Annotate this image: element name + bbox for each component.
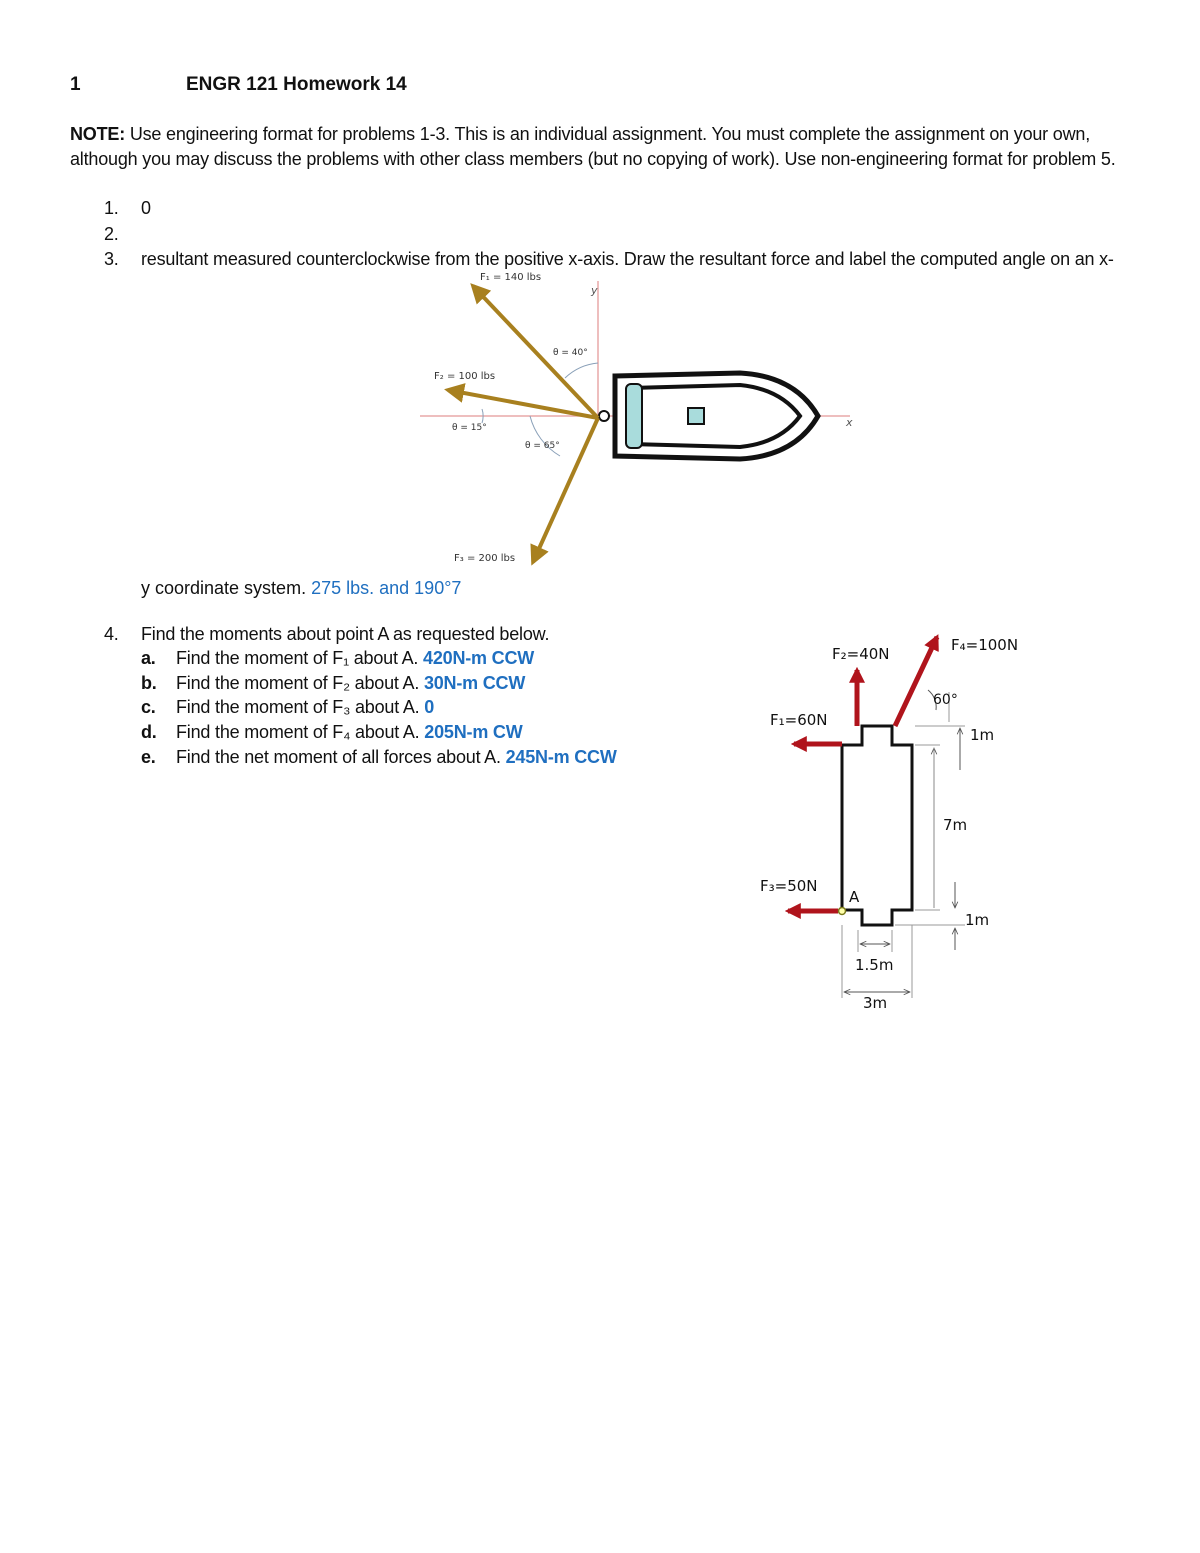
- problem-4d: d. Find the moment of F₄ about A. 205N-m …: [141, 722, 523, 743]
- tow-ring: [598, 410, 610, 422]
- x-axis-label: x: [845, 416, 853, 429]
- problem-1-number: 1.: [104, 198, 119, 218]
- note-label: NOTE:: [70, 124, 125, 144]
- part-answer: 245N-m CCW: [505, 747, 617, 767]
- boat-force-diagram: x y F₁ = 140 lbs F₂ = 100 lbs F₃ = 200 l…: [420, 272, 853, 566]
- y-axis-label: y: [590, 284, 598, 297]
- problem-3-tail: y coordinate system. 275 lbs. and 190°7: [141, 578, 461, 599]
- problem-1-text: 0: [141, 198, 151, 218]
- part-answer: 30N-m CCW: [423, 673, 526, 693]
- f2-label: F₂=40N: [832, 645, 890, 663]
- note-line-1: NOTE: Use engineering format for problem…: [70, 124, 1090, 145]
- note-line-2: although you may discuss the problems wi…: [70, 149, 1116, 169]
- part-text: Find the net moment of all forces about …: [176, 747, 501, 767]
- part-text: Find the moment of F₄ about A.: [176, 722, 420, 742]
- f2-label: F₂ = 100 lbs: [434, 371, 495, 382]
- dim-bottom-label: 1m: [965, 911, 989, 929]
- f1-label: F₁=60N: [770, 711, 828, 729]
- theta-65-arc: [529, 415, 561, 457]
- part-text: Find the moment of F₁ about A.: [176, 648, 419, 668]
- f3-label: F₃ = 200 lbs: [454, 553, 515, 564]
- part-label: b.: [141, 673, 157, 693]
- angle-60-label: 60°: [933, 692, 958, 708]
- force-f2-arrow: [444, 383, 599, 420]
- problem-3-text: resultant measured counterclockwise from…: [141, 249, 1114, 269]
- boat-hull: [598, 370, 821, 462]
- moment-diagram: A F₁=60N F₂=40N F₃=50N F₄=100N 60° 1m 7m…: [760, 634, 1018, 1012]
- force-f4-arrow: [892, 634, 940, 728]
- theta-15-label: θ = 15°: [452, 423, 487, 433]
- force-f3-arrow: [530, 417, 600, 566]
- part-answer: 420N-m CCW: [423, 648, 535, 668]
- problem-3-number: 3.: [104, 249, 119, 269]
- part-text: Find the moment of F₃ about A.: [176, 697, 420, 717]
- page-number: 1: [70, 74, 81, 95]
- page-title: ENGR 121 Homework 14: [186, 74, 407, 95]
- f4-label: F₄=100N: [951, 636, 1018, 654]
- problem-4-intro: Find the moments about point A as reques…: [141, 624, 550, 644]
- theta-65-label: θ = 65°: [525, 441, 560, 451]
- problem-4c: c. Find the moment of F₃ about A. 0: [141, 697, 434, 718]
- part-label: a.: [141, 648, 156, 668]
- problem-4a: a. Find the moment of F₁ about A. 420N-m …: [141, 648, 534, 669]
- part-label: e.: [141, 747, 156, 767]
- dim-width-label: 3m: [863, 994, 887, 1012]
- theta-40-label: θ = 40°: [553, 348, 588, 358]
- problem-4-number: 4.: [104, 624, 119, 644]
- point-a-label: A: [849, 888, 860, 906]
- problem-2-number: 2.: [104, 224, 119, 244]
- note-text-1: Use engineering format for problems 1-3.…: [129, 124, 1091, 144]
- boat-console: [687, 407, 705, 425]
- dim-notch-label: 1.5m: [855, 956, 893, 974]
- part-label: c.: [141, 697, 156, 717]
- theta-40-arc: [564, 362, 599, 379]
- problem-4b: b. Find the moment of F₂ about A. 30N-m C…: [141, 673, 525, 694]
- problem-3-tail-text: y coordinate system.: [141, 578, 307, 598]
- problem-3-answer: 275 lbs. and 190°7: [311, 578, 462, 598]
- point-a: [837, 906, 847, 916]
- force-f1-arrow: [470, 283, 600, 420]
- problem-4e: e. Find the net moment of all forces abou…: [141, 747, 617, 768]
- f3-label: F₃=50N: [760, 877, 818, 895]
- dim-height-label: 7m: [943, 816, 967, 834]
- angle-60-arc: [927, 689, 937, 711]
- boat-windshield: [625, 383, 643, 449]
- theta-15-arc: [481, 408, 484, 424]
- dim-top-label: 1m: [970, 726, 994, 744]
- part-answer: 205N-m CW: [424, 722, 523, 742]
- f1-label: F₁ = 140 lbs: [480, 272, 541, 283]
- part-label: d.: [141, 722, 157, 742]
- part-text: Find the moment of F₂ about A.: [176, 673, 420, 693]
- part-answer: 0: [424, 697, 435, 717]
